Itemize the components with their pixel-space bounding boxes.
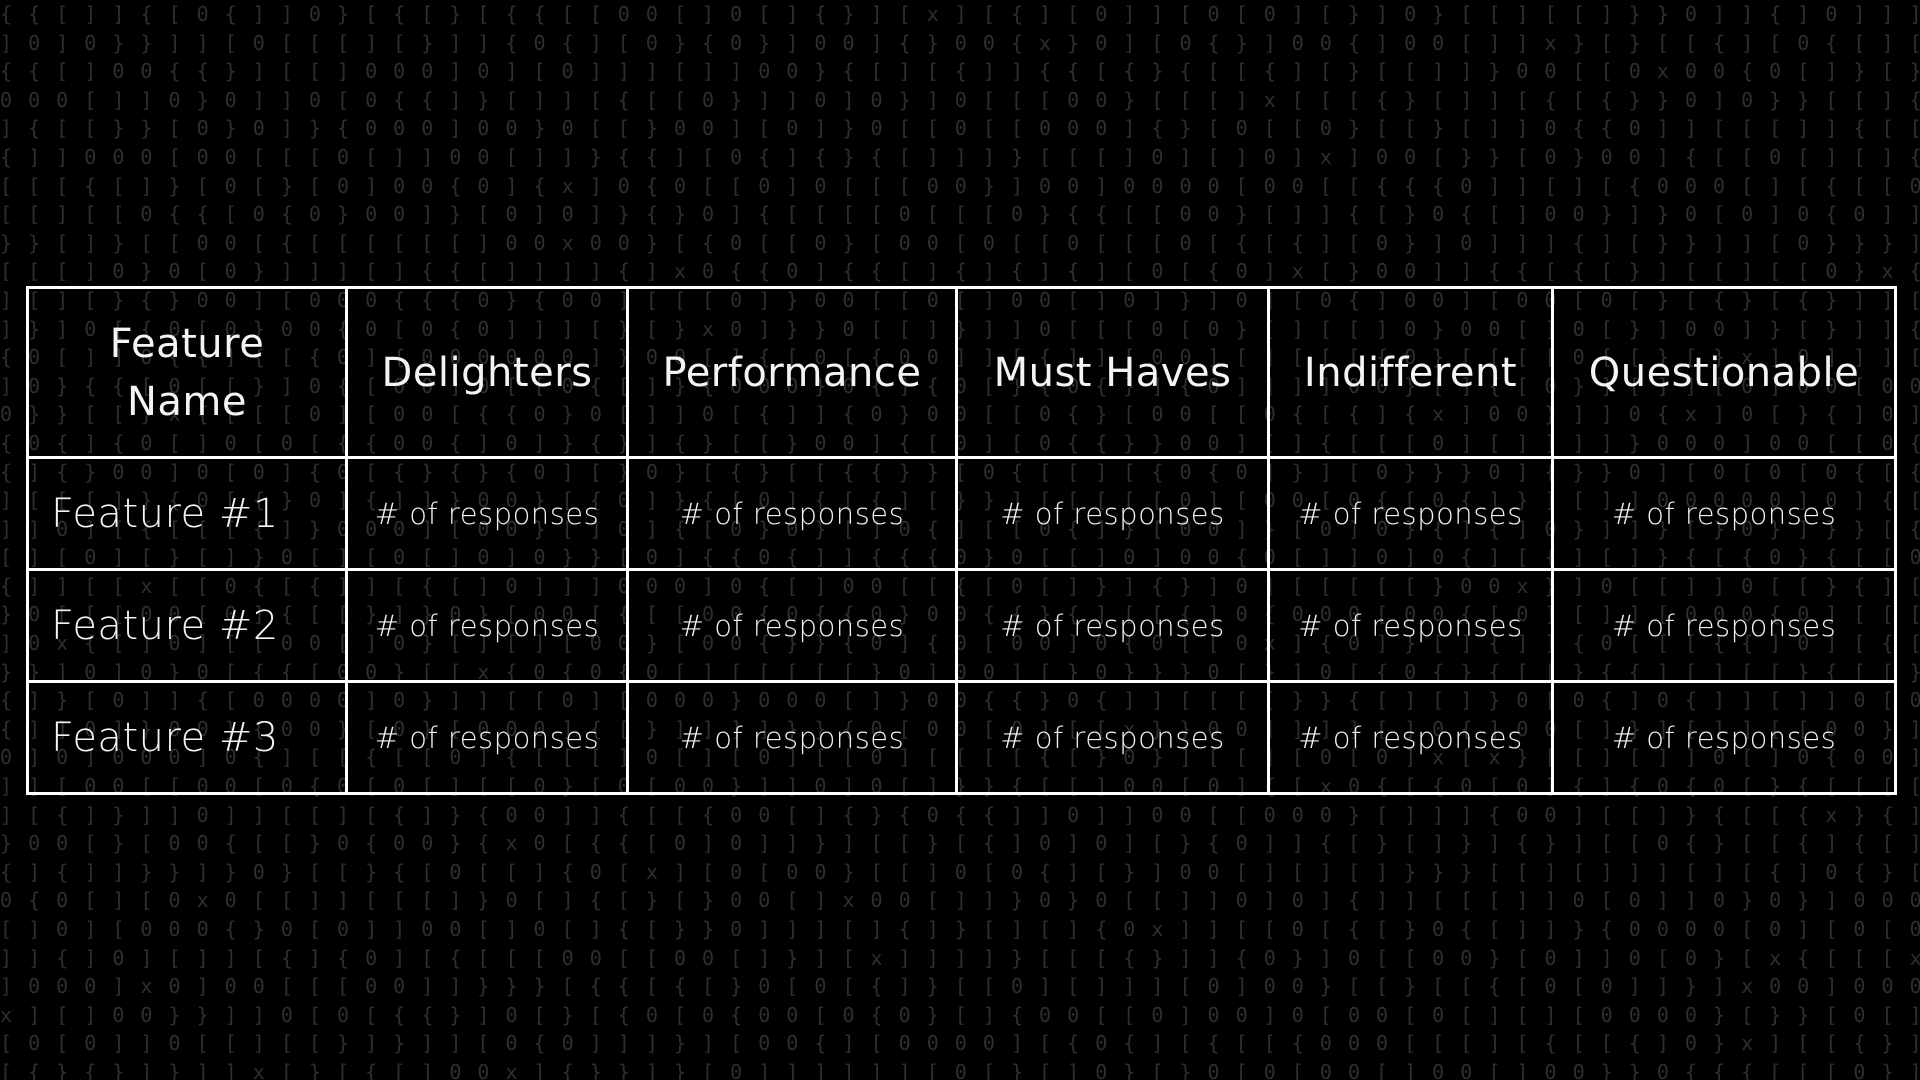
pattern-row: { { [ ] 0 0 { { } ] [ [ ] 0 0 0 ] 0 ] [ … <box>0 59 1920 84</box>
response-count-cell: # of responses <box>345 680 629 795</box>
pattern-row: x ] [ ] 0 0 } } ] ] 0 [ 0 [ { { } ] 0 [ … <box>0 1002 1920 1027</box>
pattern-row: [ 0 [ 0 ] ] 0 [ [ ] [ [ } ] } ] ] [ 0 { … <box>0 1031 1920 1056</box>
response-count-cell: # of responses <box>626 680 958 795</box>
header-must-haves: Must Haves <box>955 286 1270 459</box>
pattern-row: 0 { 0 [ ] [ 0 x 0 [ [ ] ] [ [ [ ] } 0 [ … <box>0 888 1920 913</box>
pattern-row: } } [ ] } [ [ 0 0 [ { [ [ [ [ [ [ ] 0 0 … <box>0 230 1920 255</box>
header-indifferent: Indifferent <box>1267 286 1554 459</box>
header-performance: Performance <box>626 286 958 459</box>
response-count-cell: # of responses <box>345 568 629 683</box>
pattern-row: ] 0 0 0 ] x 0 ] 0 0 [ [ [ 0 0 ] ] } } } … <box>0 974 1920 999</box>
table-row: Feature #3 # of responses # of responses… <box>26 680 1897 795</box>
pattern-row: { { [ ] ] { [ 0 { ] ] 0 } [ { [ } [ { { … <box>0 2 1920 26</box>
response-count-cell: # of responses <box>955 680 1270 795</box>
pattern-row: } 0 0 [ } [ 0 0 { [ [ } 0 { 0 0 } { x 0 … <box>0 831 1920 856</box>
header-questionable: Questionable <box>1551 286 1897 459</box>
pattern-row: 0 0 0 [ ] ] 0 } 0 ] ] 0 [ 0 { { ] } [ ] … <box>0 87 1920 112</box>
pattern-row: [ [ [ ] 0 } 0 [ 0 } ] ] ] [ ] { { [ ] ] … <box>0 259 1920 284</box>
response-count-cell: # of responses <box>626 568 958 683</box>
pattern-row: ] { [ [ } } [ 0 } 0 ] } { 0 0 0 ] 0 0 } … <box>0 116 1920 141</box>
pattern-row: [ ] 0 ] [ 0 0 0 { } 0 [ 0 ] ] 0 0 [ ] 0 … <box>0 917 1920 941</box>
table-row: Feature #2 # of responses # of responses… <box>26 568 1897 683</box>
pattern-row: ] [ { ] } ] ] 0 ] ] [ [ ] [ { ] } { 0 0 … <box>0 802 1920 827</box>
feature-name-cell: Feature #3 <box>26 680 348 795</box>
pattern-row: [ [ [ { [ ] } [ 0 [ } [ 0 ] 0 0 { 0 ] { … <box>0 173 1920 198</box>
pattern-row: [ { } { } ] } ] ] x [ } [ { [ ] 0 0 x ] … <box>0 1059 1920 1080</box>
pattern-row: ] 0 ] 0 } } ] ] [ 0 [ [ [ ] [ } ] ] { 0 … <box>0 30 1920 55</box>
header-row: Feature Name Delighters Performance Must… <box>26 286 1897 459</box>
response-count-cell: # of responses <box>626 456 958 571</box>
response-count-cell: # of responses <box>1267 568 1554 683</box>
response-count-cell: # of responses <box>345 456 629 571</box>
response-count-cell: # of responses <box>1267 680 1554 795</box>
pattern-row: { ] { ] ] } } ] } 0 } [ [ } { [ 0 [ [ ] … <box>0 859 1920 884</box>
response-count-cell: # of responses <box>1551 568 1897 683</box>
table-row: Feature #1 # of responses # of responses… <box>26 456 1897 571</box>
kano-feature-table: Feature Name Delighters Performance Must… <box>26 286 1897 795</box>
response-count-cell: # of responses <box>955 568 1270 683</box>
header-feature-name: Feature Name <box>26 286 348 459</box>
feature-name-cell: Feature #1 <box>26 456 348 571</box>
pattern-row: { ] ] 0 0 0 [ 0 0 [ [ [ 0 [ ] ] 0 0 [ ] … <box>0 144 1920 169</box>
response-count-cell: # of responses <box>1551 680 1897 795</box>
response-count-cell: # of responses <box>1267 456 1554 571</box>
feature-name-cell: Feature #2 <box>26 568 348 683</box>
pattern-row: ] ] { ] 0 ] [ ] ] [ { ] { 0 ] [ { [ [ [ … <box>0 945 1920 970</box>
response-count-cell: # of responses <box>955 456 1270 571</box>
response-count-cell: # of responses <box>1551 456 1897 571</box>
header-delighters: Delighters <box>345 286 629 459</box>
pattern-row: [ [ ] [ [ 0 { { [ 0 { 0 } 0 0 ] } [ 0 ] … <box>0 202 1920 227</box>
